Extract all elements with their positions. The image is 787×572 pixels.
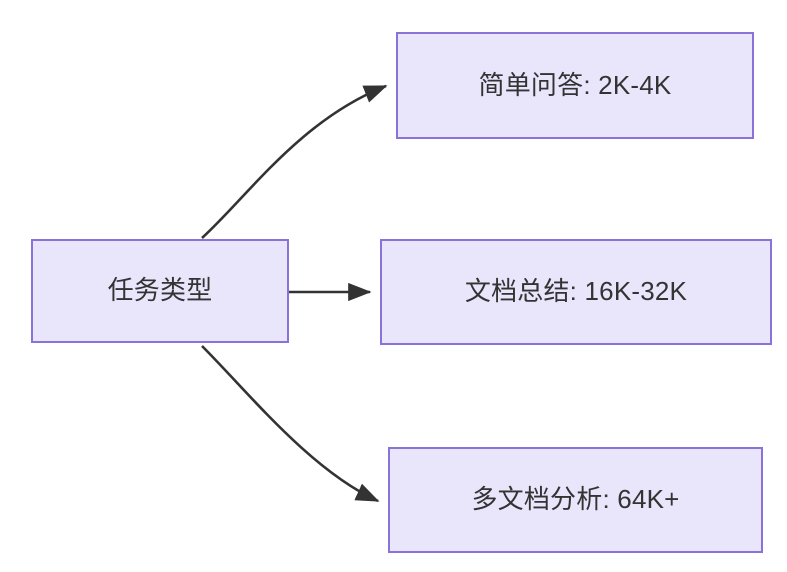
node-doc-summary-label: 文档总结: 16K-32K: [464, 276, 688, 307]
node-multi-doc-analysis[interactable]: 多文档分析: 64K+: [388, 447, 763, 553]
node-task-type[interactable]: 任务类型: [31, 239, 289, 343]
edge-to-simple-qa: [201, 84, 388, 239]
node-simple-qa[interactable]: 简单问答: 2K-4K: [396, 32, 754, 139]
node-multi-doc-analysis-label: 多文档分析: 64K+: [471, 484, 680, 515]
node-simple-qa-label: 简单问答: 2K-4K: [478, 69, 672, 100]
edge-to-multi-doc: [201, 345, 380, 503]
node-task-type-label: 任务类型: [107, 275, 213, 306]
node-doc-summary[interactable]: 文档总结: 16K-32K: [380, 239, 772, 345]
